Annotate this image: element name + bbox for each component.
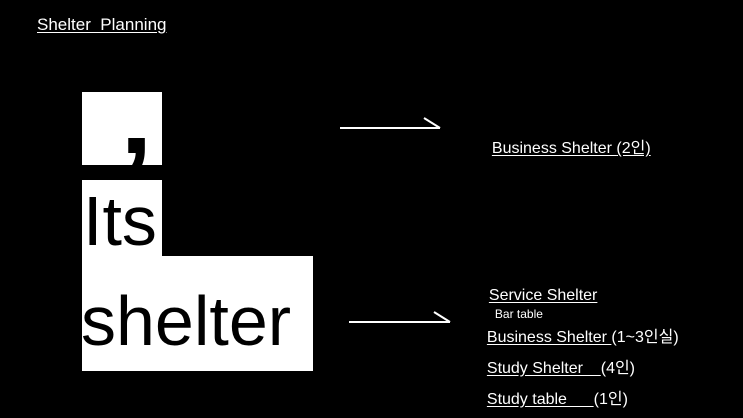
service-shelter: Service Shelter Bar table bbox=[480, 269, 598, 323]
list-item-capacity: (4인) bbox=[600, 360, 636, 377]
logo-shelter-box bbox=[82, 256, 313, 371]
list-item-capacity: (1인) bbox=[593, 391, 628, 408]
top-item: Business Shelter (2인) bbox=[483, 116, 651, 158]
arrow-bottom bbox=[349, 311, 451, 323]
list-item: Study table (1인) bbox=[478, 367, 628, 409]
top-item-label: Business Shelter (2인) bbox=[491, 140, 651, 157]
service-shelter-note: Bar table bbox=[494, 307, 543, 321]
logo-its-box bbox=[82, 180, 162, 258]
page-title: Shelter Planning bbox=[37, 15, 167, 34]
list-item-capacity: (1~3인실) bbox=[611, 329, 679, 346]
logo-mark: ‚ bbox=[120, 47, 153, 179]
list-item-name: Business Shelter bbox=[486, 329, 612, 346]
logo-mark-box: ‚ bbox=[82, 54, 162, 172]
logo-word-its: Its bbox=[83, 182, 157, 260]
service-shelter-label: Service Shelter bbox=[488, 287, 598, 304]
list-item: Study Shelter (4인) bbox=[478, 336, 635, 378]
logo-word-shelter: shelter bbox=[81, 282, 292, 360]
list-item: Business Shelter (1~3인실) bbox=[478, 305, 679, 347]
arrow-top bbox=[340, 117, 441, 129]
list-item-name: Study table bbox=[486, 391, 594, 408]
list-item-name: Study Shelter bbox=[486, 360, 601, 377]
